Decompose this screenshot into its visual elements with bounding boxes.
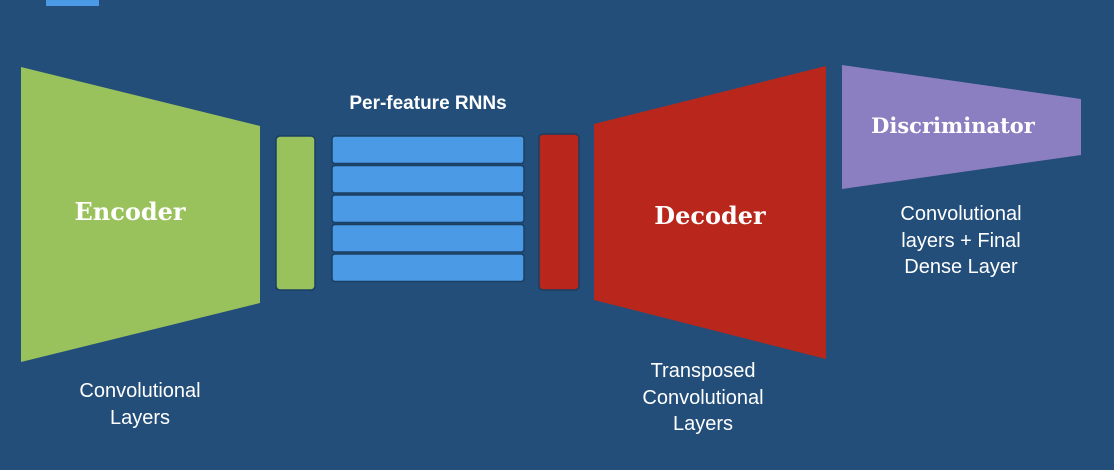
rnn-row <box>331 164 525 194</box>
rnn-row <box>331 135 525 165</box>
rnn-row <box>331 223 525 253</box>
rnn-row <box>331 253 525 283</box>
rnn-row <box>331 194 525 224</box>
encoder-caption: Convolutional Layers <box>79 380 201 429</box>
discriminator-label: Discriminator <box>871 113 1036 138</box>
decoder-caption: Transposed Convolutional Layers <box>642 360 764 435</box>
encoder-block <box>21 67 260 362</box>
decoder-bottleneck <box>538 133 580 291</box>
discriminator-block <box>842 65 1081 189</box>
accent-bar <box>46 0 99 6</box>
rnn-stack <box>331 135 525 283</box>
decoder-label: Decoder <box>654 201 766 230</box>
encoder-label: Encoder <box>74 197 185 226</box>
rnn-title: Per-feature RNNs <box>349 93 507 114</box>
encoder-bottleneck <box>275 135 316 291</box>
discriminator-caption: Convolutional layers + Final Dense Layer <box>900 203 1022 278</box>
decoder-block <box>594 66 826 359</box>
